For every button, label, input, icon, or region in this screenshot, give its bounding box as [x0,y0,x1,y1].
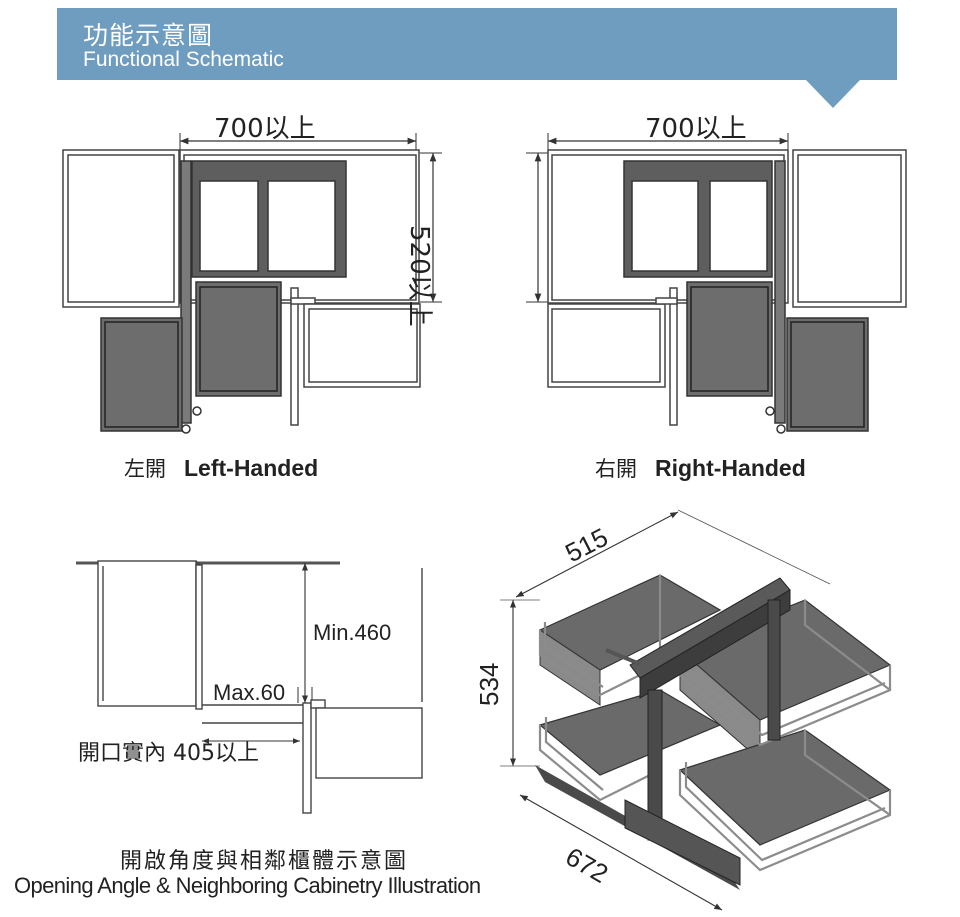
right-handed-caption: 右開 Right-Handed [595,453,806,483]
right-handed-caption-en: Right-Handed [655,455,806,481]
right-handed-caption-zh: 右開 [595,457,637,481]
opening-diagram-title-en: Opening Angle & Neighboring Cabinetry Il… [14,873,481,898]
header-title-en: Functional Schematic [83,48,284,71]
left-handed-caption-zh: 左開 [124,457,166,481]
product-isometric [500,509,892,911]
left-handed-plan [62,133,442,434]
header-bar [57,8,897,80]
right-width-label: 700以上 [645,114,747,144]
header-notch [806,80,860,108]
opening-angle-diagram [76,560,423,814]
depth-label: 520以上 [404,225,434,327]
header-title-zh: 功能示意圖 [83,21,214,50]
opening-diagram-title-zh: 開啟角度與相鄰櫃體示意圖 [120,849,409,874]
left-handed-caption: 左開 Left-Handed [124,453,318,483]
max-offset-label: Max.60 [213,680,286,705]
product-height-label: 534 [474,662,504,706]
right-handed-plan [526,133,907,434]
left-handed-caption-en: Left-Handed [184,455,319,481]
min-clearance-label: Min.460 [313,620,392,645]
inner-opening-label: 開口實內 405以上 [78,741,259,766]
left-width-label: 700以上 [214,114,316,144]
